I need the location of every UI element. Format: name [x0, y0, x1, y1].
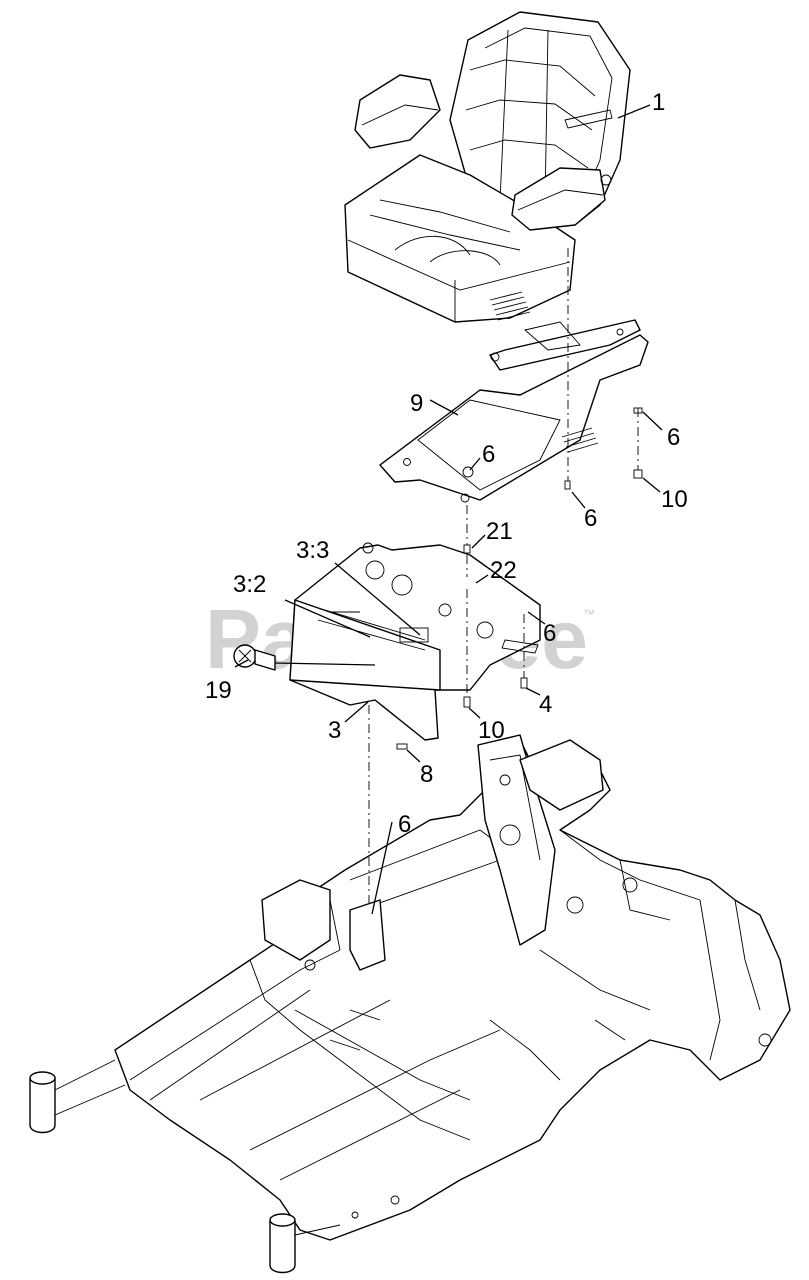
callout-6: 6	[584, 505, 597, 532]
seat-plate-part	[379, 291, 649, 503]
callout-3: 3	[328, 717, 341, 744]
callout-10: 10	[661, 486, 688, 513]
callout-10: 10	[478, 717, 505, 744]
callout-6: 6	[667, 424, 680, 451]
callout-8: 8	[420, 761, 433, 788]
callout-6: 6	[543, 620, 556, 647]
callout-22: 22	[490, 557, 517, 584]
seat-pan-part	[289, 542, 541, 741]
seat-part	[344, 11, 631, 323]
callout-4: 4	[539, 691, 552, 718]
alignment-lines	[368, 248, 639, 905]
callout-1: 1	[652, 89, 665, 116]
watermark-trademark: ™	[583, 607, 595, 621]
callout-6: 6	[398, 811, 411, 838]
callout-21: 21	[486, 518, 513, 545]
badge-part	[233, 644, 276, 671]
callout-3-2: 3:2	[233, 571, 266, 598]
callout-9: 9	[410, 390, 423, 417]
callout-19: 19	[205, 677, 232, 704]
frame-part	[29, 734, 791, 1274]
callout-labels: 1 9 6 6 6 10 21 22 3:3 3:2 6 19 4 3 10 8…	[205, 89, 688, 838]
callout-3-3: 3:3	[296, 537, 329, 564]
leader-lines	[234, 104, 663, 915]
callout-6: 6	[482, 441, 495, 468]
